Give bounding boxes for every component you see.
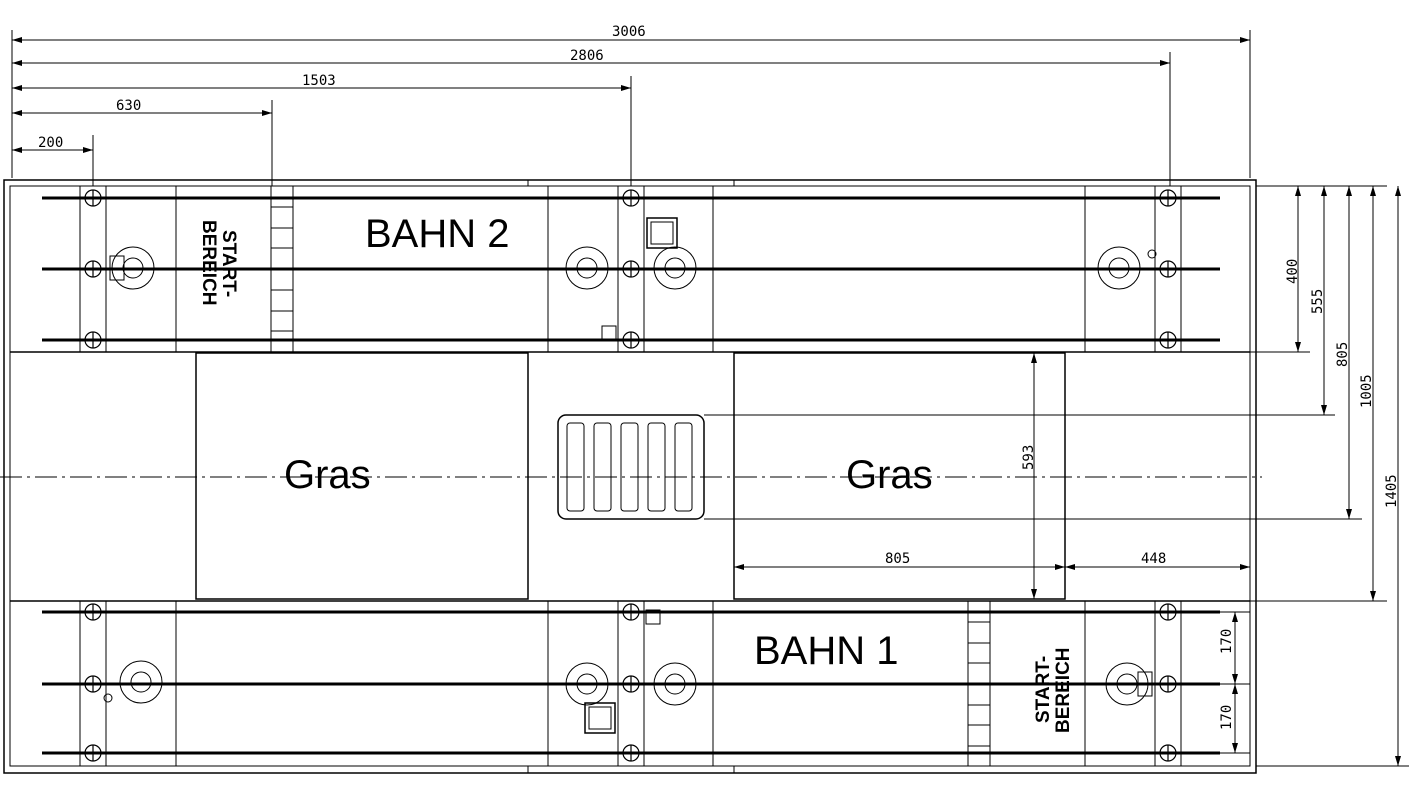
drain-grate — [557, 414, 705, 520]
dim-label-3006: 3006 — [612, 24, 646, 40]
dim-label-630: 630 — [116, 98, 141, 114]
dim-label-170-a: 170 — [1219, 629, 1235, 654]
dim-label-555: 555 — [1310, 289, 1326, 314]
dim-label-400: 400 — [1285, 259, 1301, 284]
dim-label-200: 200 — [38, 135, 63, 151]
start-area-lane-2-line2: BEREICH — [198, 220, 219, 306]
start-area-lane-1-line2: BEREICH — [1053, 647, 1074, 733]
start-area-lane-1: START- BEREICH — [1033, 647, 1074, 733]
dim-label-805-grass: 805 — [885, 551, 910, 567]
anchor-bolts — [84, 189, 1177, 762]
dim-label-805-right: 805 — [1335, 342, 1351, 367]
dim-label-1405: 1405 — [1384, 474, 1400, 508]
dim-label-1005: 1005 — [1359, 374, 1375, 408]
grass-area-right — [733, 352, 1066, 600]
dim-label-448: 448 — [1141, 551, 1166, 567]
start-area-lane-2-line1: START- — [218, 230, 239, 297]
lane-1-label: BAHN 1 — [754, 629, 899, 673]
grass-left-label: Gras — [284, 453, 371, 497]
right-dimensions — [704, 185, 1409, 767]
top-dimensions — [11, 30, 1251, 186]
dim-label-2806: 2806 — [570, 48, 604, 64]
dim-label-170-b: 170 — [1219, 705, 1235, 730]
dim-label-593: 593 — [1021, 445, 1037, 470]
dim-label-1503: 1503 — [302, 73, 336, 89]
start-area-lane-2: START- BEREICH — [198, 220, 239, 306]
lane-2-label: BAHN 2 — [365, 212, 510, 256]
start-area-lane-1-line1: START- — [1033, 656, 1054, 723]
middle-area — [0, 352, 1262, 600]
grass-right-label: Gras — [846, 453, 933, 497]
grass-area-left — [195, 352, 529, 600]
